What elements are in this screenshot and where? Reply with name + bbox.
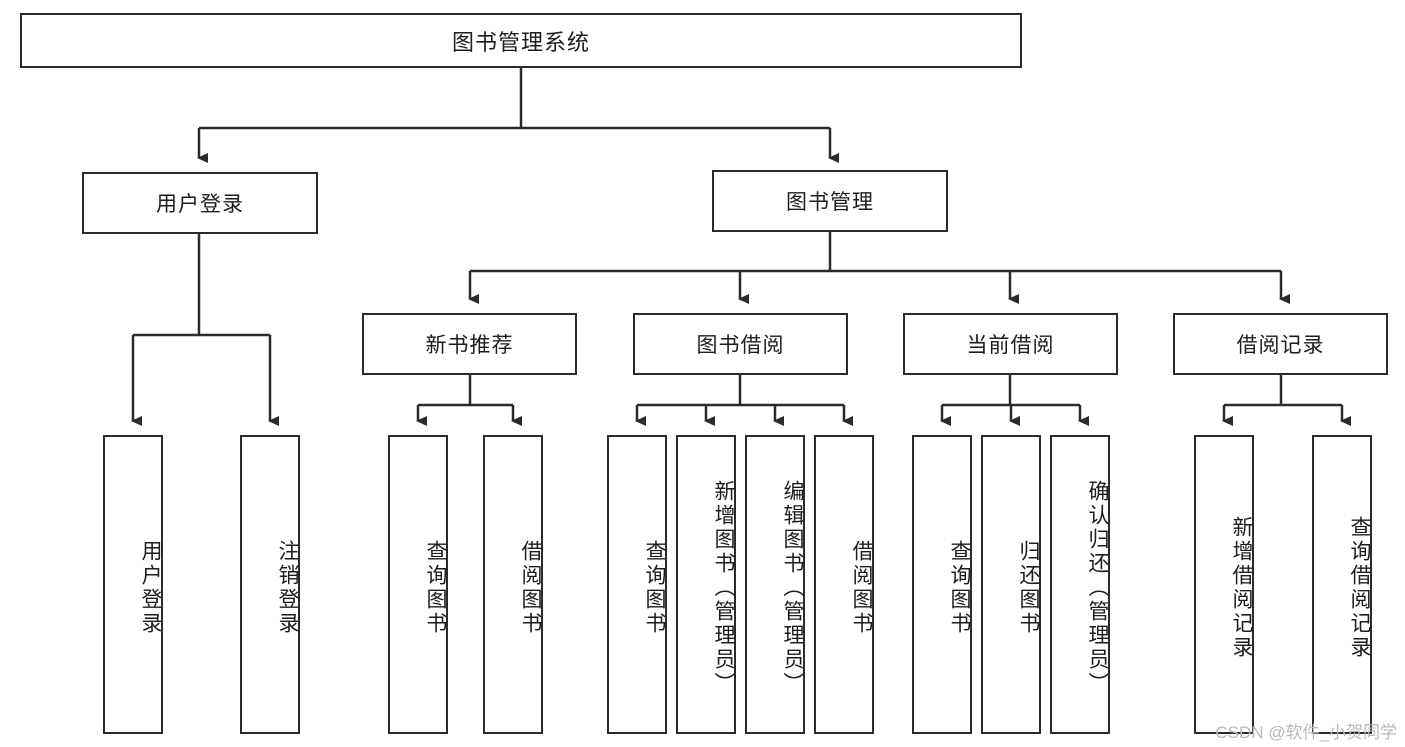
node-label: 当前借阅: [966, 334, 1055, 357]
leaf-borrow-edit-book[interactable]: 编辑图书（管理员）: [745, 435, 805, 734]
leaf-borrow-add-book[interactable]: 新增图书（管理员）: [676, 435, 736, 734]
node-label: 归还图书: [1017, 539, 1040, 636]
node-new-book-recommend[interactable]: 新书推荐: [362, 313, 577, 375]
node-user-login[interactable]: 用户登录: [82, 172, 318, 234]
node-root-system[interactable]: 图书管理系统: [20, 13, 1022, 68]
leaf-borrow-borrow-book[interactable]: 借阅图书: [814, 435, 874, 734]
node-label: 注销登录: [276, 539, 299, 636]
node-label: 图书借阅: [696, 334, 785, 357]
node-label: 借阅图书: [519, 539, 542, 636]
node-label: 查询图书: [643, 539, 666, 636]
leaf-current-confirm-return[interactable]: 确认归还（管理员）: [1050, 435, 1110, 734]
node-book-borrow[interactable]: 图书借阅: [633, 313, 848, 375]
leaf-user-login-logout[interactable]: 注销登录: [240, 435, 300, 734]
node-borrow-record[interactable]: 借阅记录: [1173, 313, 1388, 375]
node-label: 查询图书: [948, 539, 971, 636]
node-label: 用户登录: [156, 193, 244, 216]
node-label: 图书管理: [786, 191, 874, 214]
leaf-user-login-login[interactable]: 用户登录: [103, 435, 163, 734]
leaf-borrow-query-book[interactable]: 查询图书: [607, 435, 667, 734]
leaf-recommend-query-book[interactable]: 查询图书: [388, 435, 448, 734]
node-label: 借阅记录: [1236, 334, 1325, 357]
node-current-borrow[interactable]: 当前借阅: [903, 313, 1118, 375]
leaf-record-add-record[interactable]: 新增借阅记录: [1194, 435, 1254, 734]
node-label: 查询借阅记录: [1348, 515, 1371, 660]
node-label: 图书管理系统: [451, 29, 590, 55]
node-label: 编辑图书（管理员）: [781, 479, 804, 696]
leaf-current-return-book[interactable]: 归还图书: [981, 435, 1041, 734]
node-label: 确认归还（管理员）: [1086, 479, 1109, 696]
leaf-record-query-record[interactable]: 查询借阅记录: [1312, 435, 1372, 734]
node-label: 用户登录: [139, 539, 162, 636]
node-label: 查询图书: [424, 539, 447, 636]
leaf-current-query-book[interactable]: 查询图书: [912, 435, 972, 734]
node-label: 借阅图书: [850, 539, 873, 636]
node-label: 新增图书（管理员）: [712, 479, 735, 696]
node-label: 新增借阅记录: [1230, 515, 1253, 660]
leaf-recommend-borrow-book[interactable]: 借阅图书: [483, 435, 543, 734]
node-book-management[interactable]: 图书管理: [712, 170, 948, 232]
node-label: 新书推荐: [425, 334, 514, 357]
